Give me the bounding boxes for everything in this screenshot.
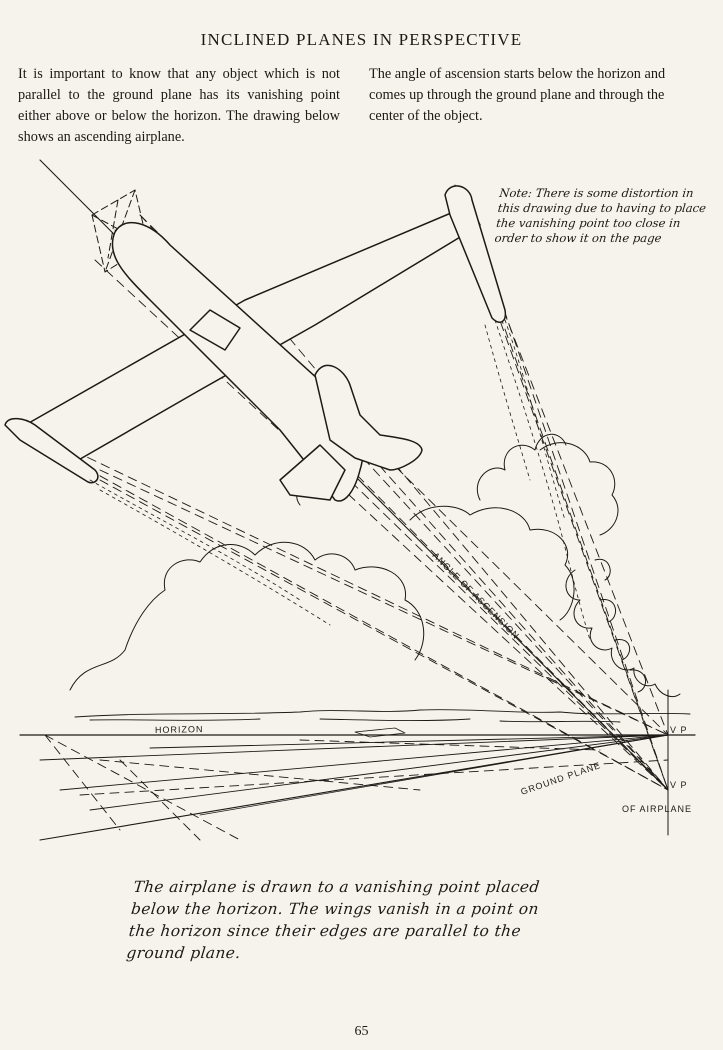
smoke-puffs bbox=[565, 569, 681, 698]
page-title: INCLINED PLANES IN PERSPECTIVE bbox=[200, 30, 523, 49]
horizon-label: HORIZON bbox=[155, 724, 204, 735]
ground-plane-label: GROUND PLANE bbox=[519, 760, 602, 797]
intro-text-right: The angle of ascension starts below the … bbox=[369, 66, 666, 124]
illustration-caption: The airplane is drawn to a vanishing poi… bbox=[125, 878, 541, 962]
distortion-note: Note: There is some distortion in this d… bbox=[493, 186, 707, 245]
vp-lower-label: V P bbox=[670, 780, 688, 790]
cloud-left bbox=[69, 541, 425, 691]
airplane-tail-fin bbox=[314, 364, 423, 471]
airplane-canopy bbox=[189, 309, 241, 351]
airplane-stabilizer bbox=[279, 444, 346, 501]
of-airplane-label: OF AIRPLANE bbox=[622, 804, 692, 814]
smoke-puffs-2 bbox=[594, 558, 646, 693]
cloud-right bbox=[539, 442, 619, 536]
airplane-fuselage bbox=[111, 221, 364, 502]
intro-text-left: It is important to know that any object … bbox=[18, 66, 340, 145]
smoke-plume-right bbox=[476, 433, 567, 501]
airplane-engine-right bbox=[444, 185, 507, 323]
vp-upper-label: V P bbox=[670, 725, 688, 735]
exhaust-trails bbox=[89, 319, 591, 641]
ground-plane-line-2 bbox=[199, 734, 669, 816]
airplane bbox=[4, 185, 507, 502]
airplane-engine-left bbox=[4, 417, 99, 484]
cloud-middle bbox=[409, 505, 575, 621]
page-number: 65 bbox=[354, 1024, 369, 1039]
solid-construction-lines bbox=[39, 734, 669, 811]
distant-plane-silhouette bbox=[354, 727, 406, 738]
